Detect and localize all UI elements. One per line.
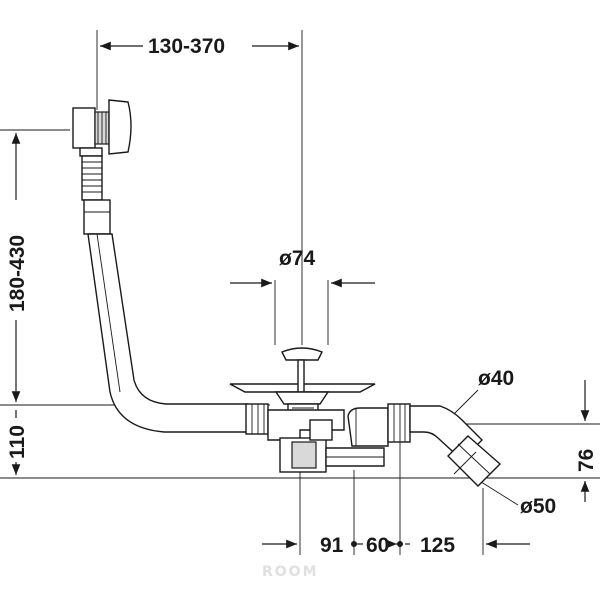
overflow-head	[72, 99, 132, 157]
dimension-overflow-vertical: 180-430	[0, 129, 70, 402]
dim-label-60: 60	[366, 534, 389, 557]
dim-label-o74: ø74	[279, 247, 316, 270]
dim-label-91: 91	[320, 534, 344, 557]
dimension-waste-diameter: ø74	[230, 247, 375, 345]
outlet-elbow-pipe	[409, 405, 502, 487]
dimension-bottom-chain: 91 60 125	[262, 440, 530, 557]
dimension-height-outlet: 76	[575, 380, 598, 502]
overflow-corrugated-hose	[81, 155, 111, 235]
dim-label-130-370: 130-370	[148, 35, 225, 58]
dim-label-110: 110	[6, 425, 29, 459]
dimension-pipe-diameter: ø50	[477, 479, 556, 518]
overflow-coupling	[245, 403, 269, 435]
watermark: ROOM	[262, 564, 319, 580]
dim-label-76: 76	[575, 449, 598, 472]
dimension-overflow-horizontal: 130-370	[96, 30, 303, 345]
trap-body	[267, 407, 389, 473]
dim-label-o40: ø40	[478, 367, 514, 390]
dimension-height-total: 110	[6, 410, 29, 475]
outlet-coupling	[387, 403, 411, 443]
overflow-pipe	[87, 233, 249, 433]
dim-label-125: 125	[420, 534, 455, 557]
dim-label-180-430: 180-430	[6, 235, 29, 312]
dim-label-o50: ø50	[520, 495, 556, 518]
